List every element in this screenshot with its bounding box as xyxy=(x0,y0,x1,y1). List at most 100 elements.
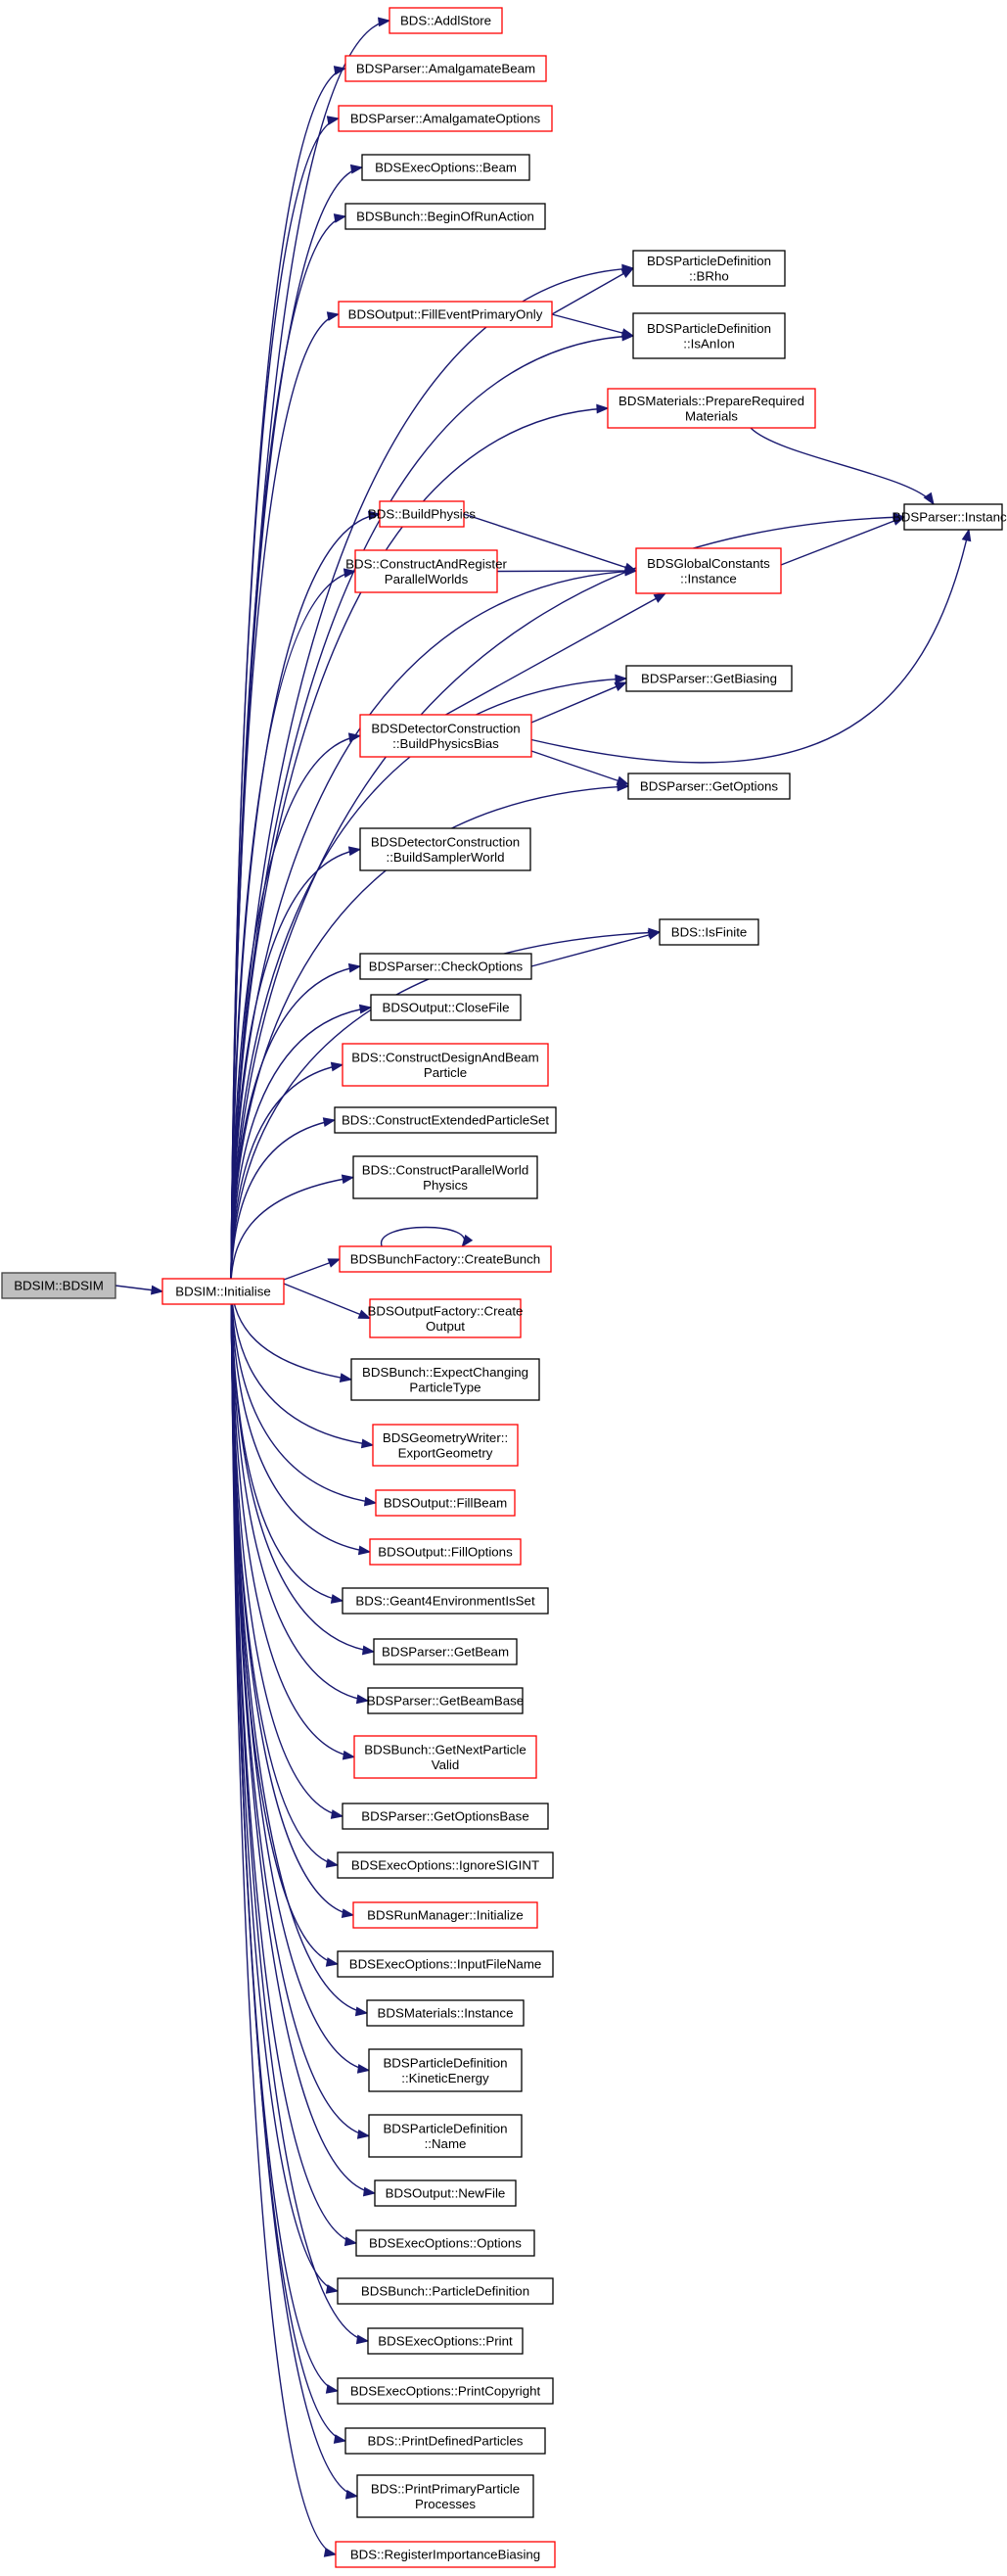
node-box[interactable] xyxy=(632,250,786,287)
node-isfinite[interactable]: BDS::IsFinite xyxy=(659,918,759,946)
node-box[interactable] xyxy=(335,2541,556,2568)
node-amalopts[interactable]: BDSParser::AmalgamateOptions xyxy=(338,105,553,132)
node-box[interactable] xyxy=(366,1999,525,2027)
node-createbunch[interactable]: BDSBunchFactory::CreateBunch xyxy=(339,1245,552,1273)
node-box[interactable] xyxy=(1,1272,116,1299)
node-ignoresig[interactable]: BDSExecOptions::IgnoreSIGINT xyxy=(337,1851,554,1879)
node-box[interactable] xyxy=(338,105,553,132)
node-getoptsbase[interactable]: BDSParser::GetOptionsBase xyxy=(342,1803,549,1830)
node-box[interactable] xyxy=(370,994,522,1021)
node-buildsampler[interactable]: BDSDetectorConstruction::BuildSamplerWor… xyxy=(359,827,531,871)
node-box[interactable] xyxy=(903,503,1003,531)
node-box[interactable] xyxy=(607,388,816,429)
node-newfile[interactable]: BDSOutput::NewFile xyxy=(374,2179,517,2207)
node-box[interactable] xyxy=(369,1538,522,1566)
node-constext[interactable]: BDS::ConstructExtendedParticleSet xyxy=(334,1106,557,1134)
node-getbeambase[interactable]: BDSParser::GetBeamBase xyxy=(367,1687,524,1714)
node-geant4env[interactable]: BDS::Geant4EnvironmentIsSet xyxy=(342,1587,549,1615)
node-box[interactable] xyxy=(356,2474,534,2518)
node-box[interactable] xyxy=(352,1155,538,1199)
node-box[interactable] xyxy=(344,2427,546,2455)
node-printdef[interactable]: BDS::PrintDefinedParticles xyxy=(344,2427,546,2455)
node-partdef[interactable]: BDSBunch::ParticleDefinition xyxy=(337,2277,554,2305)
node-box[interactable] xyxy=(367,2327,524,2355)
node-root[interactable]: BDSIM::BDSIM xyxy=(1,1272,116,1299)
node-box[interactable] xyxy=(379,500,465,528)
node-matinst[interactable]: BDSMaterials::Instance xyxy=(366,1999,525,2027)
node-box[interactable] xyxy=(338,301,553,328)
node-printcopy[interactable]: BDSExecOptions::PrintCopyright xyxy=(337,2377,554,2405)
node-execbeam[interactable]: BDSExecOptions::Beam xyxy=(361,154,530,181)
node-box[interactable] xyxy=(375,1489,516,1517)
node-getbeam[interactable]: BDSParser::GetBeam xyxy=(373,1638,518,1665)
node-box[interactable] xyxy=(359,714,532,758)
node-box[interactable] xyxy=(627,773,791,800)
node-getoptions[interactable]: BDSParser::GetOptions xyxy=(627,773,791,800)
node-box[interactable] xyxy=(342,1803,549,1830)
node-fillopts[interactable]: BDSOutput::FillOptions xyxy=(369,1538,522,1566)
node-exportgeom[interactable]: BDSGeometryWriter::ExportGeometry xyxy=(372,1424,519,1467)
node-box[interactable] xyxy=(372,1424,519,1467)
node-box[interactable] xyxy=(389,7,503,34)
node-beginrun[interactable]: BDSBunch::BeginOfRunAction xyxy=(344,203,546,230)
node-runmgr[interactable]: BDSRunManager::Initialize xyxy=(352,1901,538,1929)
node-addlstore[interactable]: BDS::AddlStore xyxy=(389,7,503,34)
node-box[interactable] xyxy=(334,1106,557,1134)
node-box[interactable] xyxy=(635,547,782,594)
node-fillevent[interactable]: BDSOutput::FillEventPrimaryOnly xyxy=(338,301,553,328)
node-box[interactable] xyxy=(659,918,759,946)
node-box[interactable] xyxy=(350,1358,540,1401)
node-parserinst[interactable]: BDSParser::Instance xyxy=(893,503,1007,531)
node-box[interactable] xyxy=(337,2377,554,2405)
node-inputfile[interactable]: BDSExecOptions::InputFileName xyxy=(337,1950,554,1978)
node-box[interactable] xyxy=(359,953,532,980)
node-init[interactable]: BDSIM::Initialise xyxy=(161,1278,285,1305)
node-getbiasing[interactable]: BDSParser::GetBiasing xyxy=(625,665,793,692)
node-box[interactable] xyxy=(161,1278,285,1305)
node-box[interactable] xyxy=(368,2048,523,2092)
node-box[interactable] xyxy=(361,154,530,181)
node-box[interactable] xyxy=(344,55,547,82)
node-box[interactable] xyxy=(342,1587,549,1615)
node-box[interactable] xyxy=(337,2277,554,2305)
node-box[interactable] xyxy=(373,1638,518,1665)
node-fillbeam[interactable]: BDSOutput::FillBeam xyxy=(375,1489,516,1517)
node-registerbias[interactable]: BDS::RegisterImportanceBiasing xyxy=(335,2541,556,2568)
node-box[interactable] xyxy=(339,1245,552,1273)
node-box[interactable] xyxy=(352,1901,538,1929)
node-box[interactable] xyxy=(342,1043,549,1087)
node-box[interactable] xyxy=(337,1851,554,1879)
node-execopts[interactable]: BDSExecOptions::Options xyxy=(355,2229,535,2257)
node-box[interactable] xyxy=(359,827,531,871)
node-box[interactable] xyxy=(367,1687,524,1714)
node-box[interactable] xyxy=(354,549,498,593)
node-box[interactable] xyxy=(625,665,793,692)
node-box[interactable] xyxy=(355,2229,535,2257)
node-closefile[interactable]: BDSOutput::CloseFile xyxy=(370,994,522,1021)
node-box[interactable] xyxy=(344,203,546,230)
node-box[interactable] xyxy=(368,2114,523,2158)
node-name[interactable]: BDSParticleDefinition::Name xyxy=(368,2114,523,2158)
node-amalbeam[interactable]: BDSParser::AmalgamateBeam xyxy=(344,55,547,82)
node-box[interactable] xyxy=(353,1735,537,1779)
node-box[interactable] xyxy=(374,2179,517,2207)
node-globconst[interactable]: BDSGlobalConstants::Instance xyxy=(635,547,782,594)
node-print[interactable]: BDSExecOptions::Print xyxy=(367,2327,524,2355)
node-buildbias[interactable]: BDSDetectorConstruction::BuildPhysicsBia… xyxy=(359,714,532,758)
node-box[interactable] xyxy=(369,1298,522,1338)
node-box[interactable] xyxy=(337,1950,554,1978)
node-box[interactable] xyxy=(632,312,786,359)
node-brho[interactable]: BDSParticleDefinition::BRho xyxy=(632,250,786,287)
node-checkopts[interactable]: BDSParser::CheckOptions xyxy=(359,953,532,980)
node-kinetic[interactable]: BDSParticleDefinition::KineticEnergy xyxy=(368,2048,523,2092)
node-isanion[interactable]: BDSParticleDefinition::IsAnIon xyxy=(632,312,786,359)
node-buildphys[interactable]: BDS::BuildPhysics xyxy=(368,500,476,528)
